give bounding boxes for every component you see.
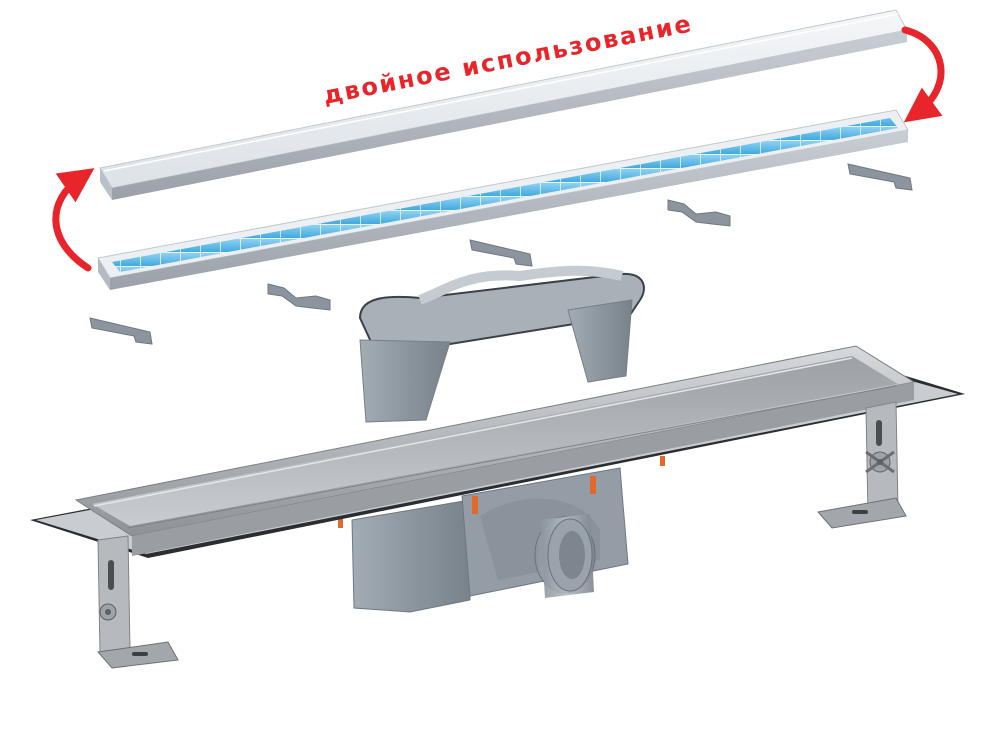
solid-cover-panel	[99, 9, 908, 200]
swap-arrow-right	[901, 26, 945, 123]
steel-channel	[30, 345, 965, 558]
grate-support-clip	[847, 163, 913, 191]
swap-arrow-left	[52, 168, 95, 272]
tile-insert-grate	[97, 109, 909, 290]
grate-support-clips	[89, 163, 913, 345]
grate-support-clip	[469, 239, 533, 267]
orange-screw	[338, 456, 665, 528]
drain-outlet-body	[338, 456, 665, 613]
outlet-pipe	[534, 514, 596, 598]
grate-support-clip	[667, 199, 731, 227]
adjustable-leg-right	[817, 401, 907, 529]
adjustable-leg-left	[97, 535, 179, 669]
grate-support-clip	[267, 283, 331, 311]
grate-support-clip	[89, 317, 153, 345]
tile-grid	[112, 118, 898, 272]
siphon-trap-insert	[358, 265, 645, 423]
